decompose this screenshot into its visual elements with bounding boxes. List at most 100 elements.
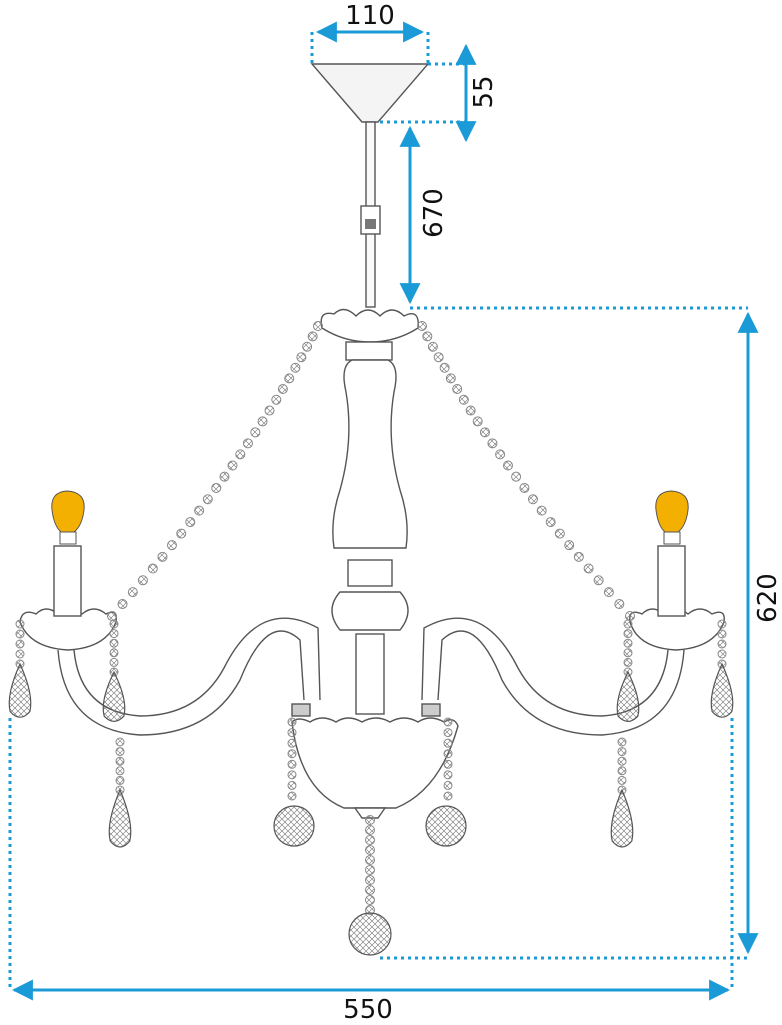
crystal-drop-icon — [610, 788, 634, 848]
bead — [202, 494, 213, 505]
crystal-ball-icon — [348, 912, 392, 956]
bead — [443, 770, 453, 780]
column-ring — [347, 559, 393, 587]
bead — [15, 619, 25, 629]
bead — [487, 438, 498, 449]
bead — [157, 551, 168, 562]
bead — [443, 717, 453, 727]
crystal-drop-icon — [8, 662, 32, 718]
crystal-ball-icon — [273, 805, 315, 847]
bead — [617, 756, 627, 766]
bead — [365, 855, 375, 865]
ceiling-canopy — [310, 63, 430, 123]
bead — [479, 427, 490, 438]
bead — [127, 587, 138, 598]
bead — [717, 639, 727, 649]
bead — [287, 717, 297, 727]
bead — [617, 747, 627, 757]
bead — [472, 416, 483, 427]
bead — [302, 341, 313, 352]
bead — [527, 494, 538, 505]
bead — [147, 563, 158, 574]
bead — [583, 563, 594, 574]
crystal-drop-icon — [102, 670, 126, 722]
column-knob — [331, 591, 409, 631]
bead — [15, 639, 25, 649]
bead — [519, 482, 530, 493]
bead — [185, 517, 196, 528]
bead — [219, 471, 230, 482]
lower-stem — [355, 633, 385, 715]
bead — [287, 791, 297, 801]
bead — [264, 405, 275, 416]
bead — [117, 599, 128, 610]
bead — [536, 505, 547, 516]
light-bulb-icon — [655, 490, 689, 545]
bead — [365, 895, 375, 905]
bead — [452, 384, 463, 395]
crystal-ball-icon — [425, 805, 467, 847]
bead — [287, 738, 297, 748]
right-arm — [421, 617, 685, 736]
left-arm — [57, 617, 321, 736]
bead — [109, 638, 119, 648]
left-candle-sleeve — [53, 545, 82, 617]
bead — [107, 611, 117, 621]
bead — [287, 759, 297, 769]
bead — [15, 629, 25, 639]
bead — [623, 629, 633, 639]
crystal-drop-icon — [710, 662, 734, 718]
bead — [545, 517, 556, 528]
bead — [625, 611, 635, 621]
bead — [564, 540, 575, 551]
bead — [257, 416, 268, 427]
bead — [623, 619, 633, 629]
bead — [137, 575, 148, 586]
bead — [443, 759, 453, 769]
bead — [250, 427, 261, 438]
bead — [445, 373, 456, 384]
bead — [365, 835, 375, 845]
chandelier — [19, 63, 725, 819]
bead — [617, 766, 627, 776]
bead — [109, 648, 119, 658]
bead-garlands — [15, 321, 727, 915]
central-bowl — [291, 717, 459, 809]
bead — [115, 747, 125, 757]
total-width-label: 550 — [343, 995, 393, 1020]
bead — [166, 540, 177, 551]
bead — [287, 770, 297, 780]
bead — [617, 775, 627, 785]
bead — [365, 885, 375, 895]
bead — [511, 471, 522, 482]
bead — [623, 657, 633, 667]
light-bulbs — [51, 490, 689, 545]
bead — [443, 791, 453, 801]
bead — [115, 766, 125, 776]
bead — [433, 352, 444, 363]
bead — [287, 780, 297, 790]
bead — [287, 728, 297, 738]
bead — [554, 528, 565, 539]
bead — [458, 394, 469, 405]
bead — [717, 629, 727, 639]
bead — [277, 384, 288, 395]
bead — [313, 321, 323, 331]
canopy-height-label: 55 — [469, 75, 499, 108]
bead — [443, 738, 453, 748]
top-crown — [320, 308, 419, 343]
bead — [242, 438, 253, 449]
bead — [443, 728, 453, 738]
bead — [115, 737, 125, 747]
central-column — [332, 359, 408, 549]
bead — [365, 875, 375, 885]
bead — [211, 482, 222, 493]
bead — [271, 394, 282, 405]
dimension-annotations — [8, 21, 759, 1001]
bead — [503, 460, 513, 471]
rod-length-label: 670 — [419, 188, 449, 238]
bead — [296, 352, 307, 363]
bead — [176, 528, 187, 539]
left-candle-cup — [19, 608, 117, 651]
